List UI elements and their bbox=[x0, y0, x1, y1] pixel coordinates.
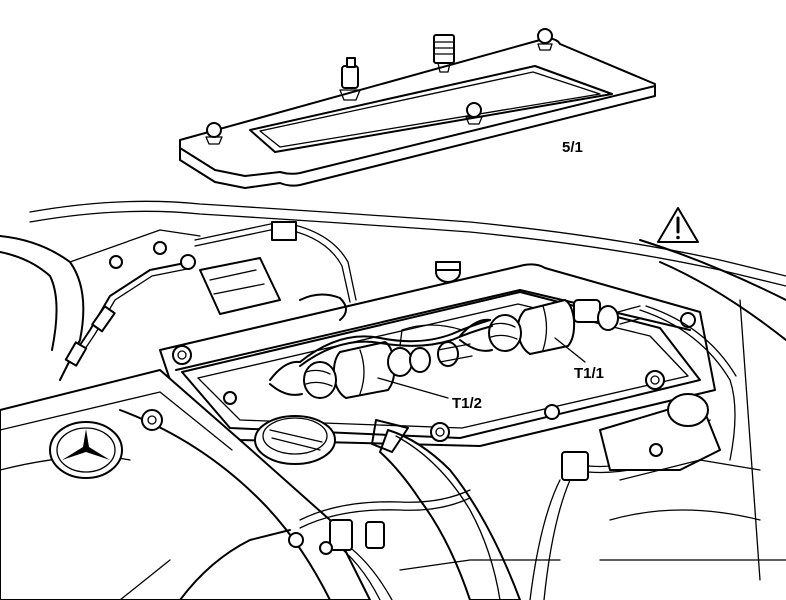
label-coil-t1-2: T1/2 bbox=[452, 395, 482, 412]
coil-wiring bbox=[299, 319, 493, 367]
cover-bolt-right bbox=[537, 28, 553, 51]
bottom-wiring bbox=[288, 305, 761, 600]
cover-bolt-center bbox=[465, 102, 483, 125]
leader-t1-2 bbox=[377, 377, 449, 399]
cover-clip-left bbox=[339, 57, 361, 101]
label-cover-5-1: 5/1 bbox=[562, 139, 583, 156]
ignition-coil-t1-2 bbox=[269, 341, 473, 399]
leader-t1-1 bbox=[554, 337, 586, 363]
left-wiring bbox=[64, 221, 357, 367]
mercedes-star-icon bbox=[49, 421, 123, 479]
engine-cover-5-1 bbox=[179, 28, 656, 189]
label-coil-t1-1: T1/1 bbox=[574, 365, 604, 382]
cover-bolt-left bbox=[205, 122, 223, 145]
bracket-left bbox=[199, 257, 347, 321]
cover-clip-middle bbox=[433, 34, 455, 73]
warning-triangle-icon bbox=[657, 207, 699, 243]
bottom-edges bbox=[119, 529, 786, 600]
body-outline bbox=[0, 200, 786, 581]
ignition-coil-t1-1 bbox=[459, 299, 643, 355]
oil-filler-cap bbox=[254, 415, 336, 465]
front-bolt bbox=[141, 409, 163, 431]
valve-cover-top-bolt bbox=[435, 261, 461, 283]
